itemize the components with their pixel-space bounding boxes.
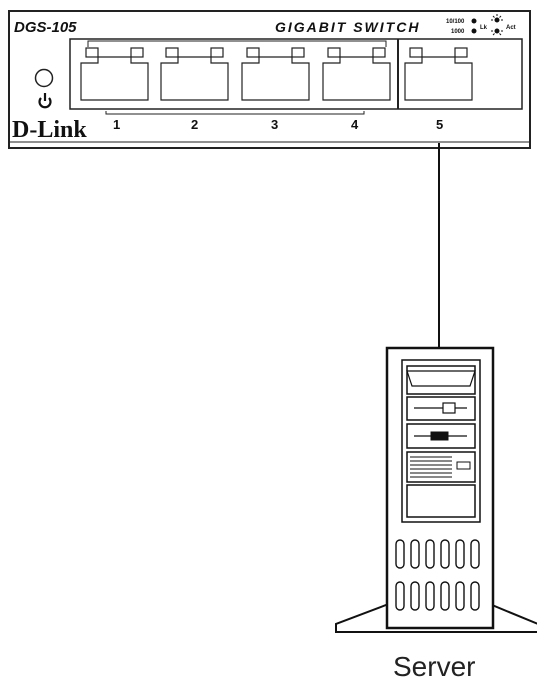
rj45-port-icon bbox=[160, 47, 229, 101]
brand-logo: D-Link bbox=[12, 117, 87, 143]
ports-bracket-top bbox=[87, 40, 387, 47]
port-4: 4 bbox=[322, 47, 391, 132]
port-number: 2 bbox=[191, 117, 198, 132]
switch-model-label: DGS-105 bbox=[14, 19, 77, 36]
led-legend-link: Lk bbox=[480, 25, 488, 31]
rj45-port-icon bbox=[241, 47, 310, 101]
switch-product-label: GIGABIT SWITCH bbox=[275, 19, 420, 35]
power-icon bbox=[38, 93, 52, 109]
port-number: 5 bbox=[436, 117, 443, 132]
led-legend-speed-low: 10/100 bbox=[446, 19, 465, 25]
port-number: 1 bbox=[113, 117, 120, 132]
port-panel bbox=[69, 38, 523, 110]
drive-bay-4 bbox=[406, 451, 476, 483]
drive-bay-3 bbox=[406, 423, 476, 449]
led-legend-activity: Act bbox=[506, 25, 516, 31]
rj45-port-icon bbox=[80, 47, 149, 101]
port-number: 4 bbox=[351, 117, 359, 132]
port-1: 1 bbox=[80, 47, 149, 132]
server-vents bbox=[395, 539, 480, 611]
drive-bay-1 bbox=[406, 365, 476, 395]
port-2: 2 bbox=[160, 47, 229, 132]
power-led-icon bbox=[34, 68, 54, 88]
rj45-port-icon bbox=[404, 47, 473, 101]
drive-bay-2 bbox=[406, 396, 476, 421]
port-number: 3 bbox=[271, 117, 278, 132]
led-legend: 10/100 1000 Lk Act bbox=[446, 14, 516, 36]
led-sun-icon bbox=[491, 14, 503, 36]
led-legend-speed-high: 1000 bbox=[451, 29, 465, 35]
led-dot-speed-low bbox=[471, 18, 477, 24]
port-5: 5 bbox=[404, 47, 473, 132]
switch-device: DGS-105 GIGABIT SWITCH 10/100 1000 Lk A bbox=[8, 10, 531, 149]
port-3: 3 bbox=[241, 47, 310, 132]
server-tower-icon bbox=[335, 346, 537, 633]
ports-bracket-bottom bbox=[105, 111, 365, 115]
drive-bay-5 bbox=[406, 484, 476, 518]
led-dot-speed-high bbox=[471, 28, 477, 34]
rj45-port-icon bbox=[322, 47, 391, 101]
server-label: Server bbox=[393, 651, 475, 682]
